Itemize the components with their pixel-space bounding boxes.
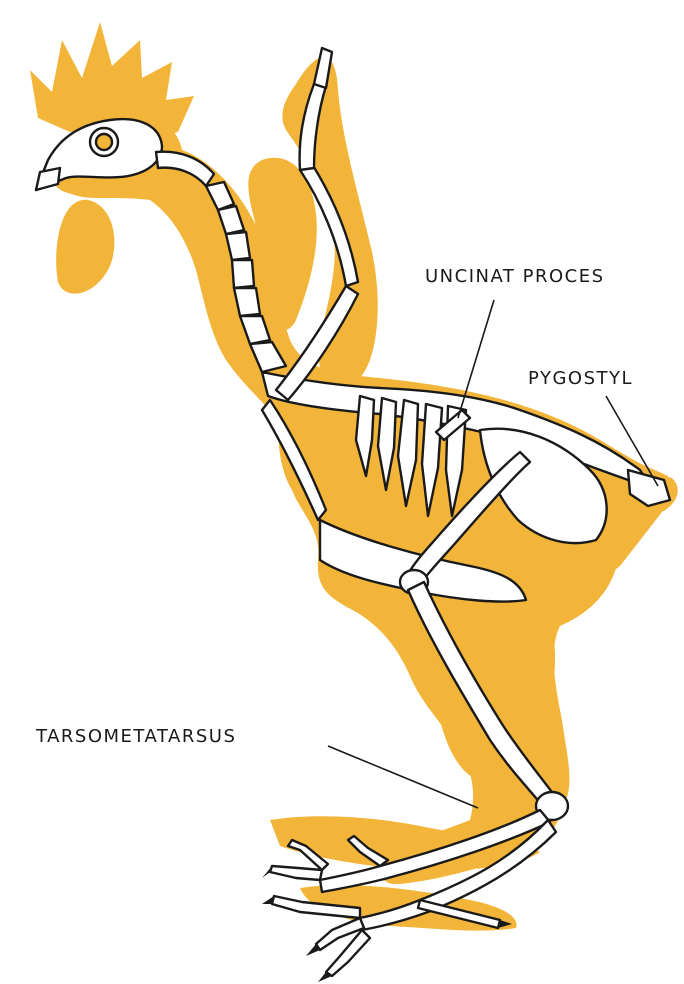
label-pygostyl: PYGOSTYL (528, 370, 633, 388)
label-uncinate-process: UNCINAT PROCES (425, 268, 605, 286)
label-tarsometatarsus: TARSOMETATARSUS (36, 728, 236, 746)
wattle (56, 200, 114, 294)
eye-ring-inner (96, 134, 112, 150)
beak (36, 168, 60, 190)
